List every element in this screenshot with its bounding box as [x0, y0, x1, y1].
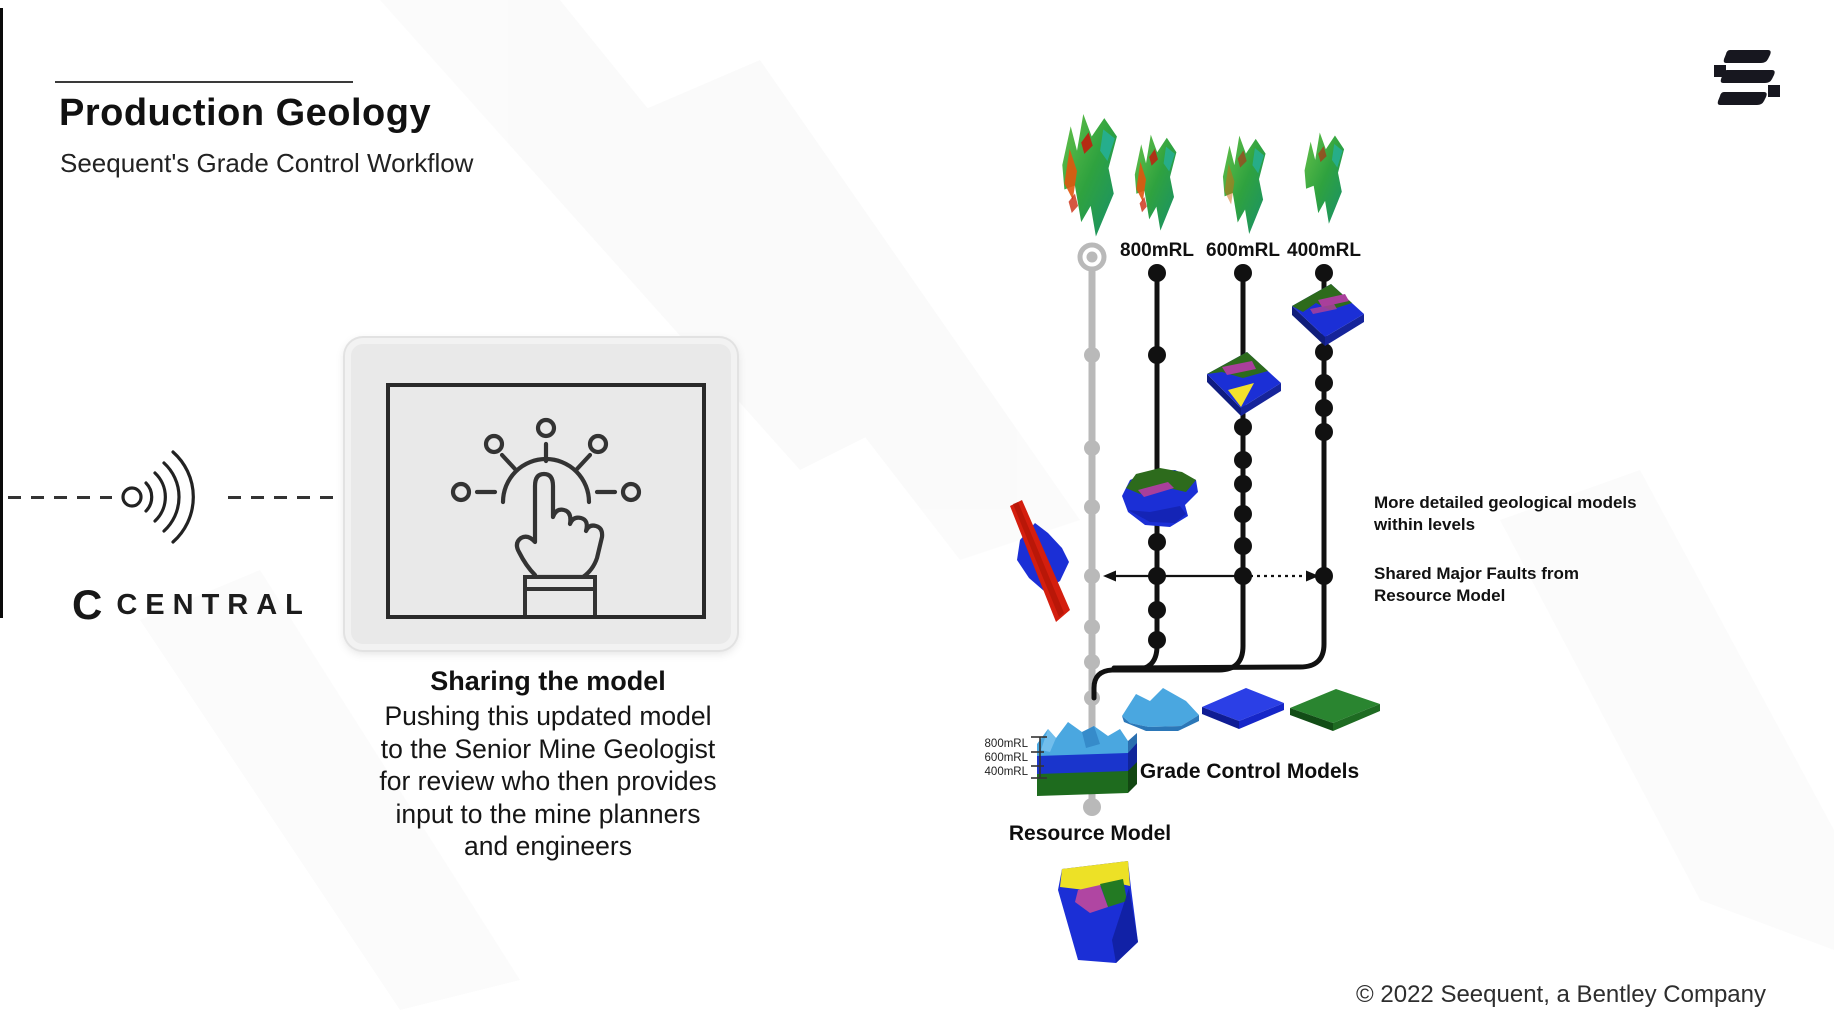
level-timelines: [1091, 270, 1327, 701]
grade-control-label: Grade Control Models: [1139, 760, 1360, 783]
sharing-line: Pushing this updated model: [384, 701, 712, 731]
topography-surface-3: [1222, 135, 1266, 235]
page-subtitle: Seequent's Grade Control Workflow: [60, 148, 474, 178]
grade-control-slab-terrain: [1122, 688, 1199, 731]
tablet-screen: [386, 383, 706, 619]
topography-surface-1: [1062, 114, 1117, 237]
sync-dashed-line-right: [228, 496, 350, 499]
page-title: Production Geology: [59, 92, 432, 134]
rl-tick-600: 600mRL: [984, 752, 1028, 764]
central-label: CENTRAL: [116, 588, 311, 621]
sharing-line: input to the mine planners: [395, 798, 701, 829]
level-label-800: 800mRL: [1120, 240, 1194, 261]
grade-control-slab-green: [1290, 689, 1380, 731]
note-shared-faults: Shared Major Faults from Resource Model: [1374, 564, 1579, 606]
resource-model-label: Resource Model: [1008, 822, 1172, 845]
topography-surface-2: [1134, 134, 1177, 231]
touch-share-icon: [450, 417, 642, 615]
level-model-600: [1207, 352, 1281, 416]
topography-surface-4: [1304, 132, 1345, 224]
copyright-text: © 2022 Seequent, a Bentley Company: [1356, 981, 1766, 1008]
level-model-800: [1122, 468, 1198, 527]
central-brand: C CENTRAL: [72, 584, 311, 626]
geological-block-model: [1058, 861, 1138, 963]
fault-model: [1010, 500, 1070, 622]
sharing-text-block: Sharing the model Pushing this updated m…: [328, 666, 768, 863]
sharing-line: and engineers: [464, 831, 632, 861]
tablet-card: [345, 338, 737, 650]
sharing-line: to the Senior Mine Geologist: [380, 733, 716, 764]
shared-faults-arrow: [1103, 570, 1319, 582]
broadcast-signal-icon: [121, 450, 195, 544]
level-label-400: 400mRL: [1287, 240, 1361, 261]
title-overline: [55, 81, 353, 83]
resource-timeline: [1077, 242, 1107, 816]
level-model-400: [1292, 284, 1364, 346]
left-edge-line: [0, 8, 3, 618]
level-label-600: 600mRL: [1206, 240, 1280, 261]
seequent-logo-icon: [1714, 50, 1780, 105]
rl-tick-bracket: [1031, 736, 1047, 779]
sync-dashed-line-left: [8, 496, 112, 499]
timeline-dots: [1148, 264, 1333, 649]
sharing-title: Sharing the model: [430, 666, 666, 696]
grade-control-slab-blue: [1202, 688, 1284, 729]
rl-tick-400: 400mRL: [984, 766, 1028, 778]
central-c-icon: C: [72, 581, 103, 628]
rl-tick-800: 800mRL: [984, 738, 1028, 750]
note-detailed-models: More detailed geological models within l…: [1374, 493, 1637, 535]
sharing-line: for review who then provides: [379, 766, 717, 796]
resource-model-3d: [1037, 722, 1137, 796]
